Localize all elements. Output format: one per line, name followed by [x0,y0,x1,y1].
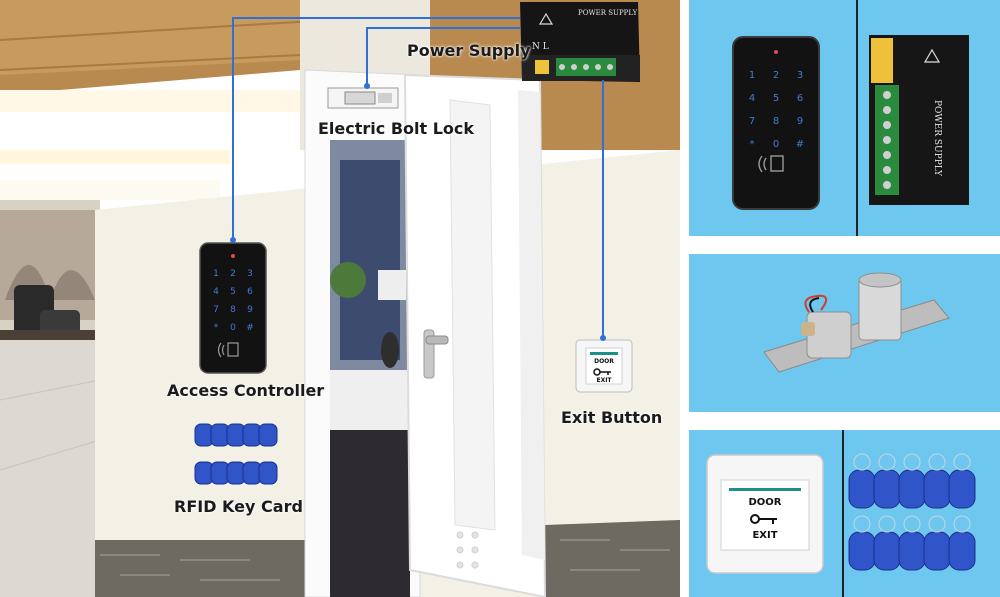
svg-text:4: 4 [749,93,755,104]
product-photos: 1 2 3 4 5 6 7 8 9 * 0 # [706,35,976,574]
installation-scene: 1 2 3 4 5 6 7 8 9 * 0 # [0,0,680,597]
svg-text:7: 7 [213,305,219,315]
svg-text:2: 2 [773,70,779,81]
exit-product-exit-text: EXIT [752,530,778,541]
svg-text:1: 1 [213,269,219,279]
label-exit-button: Exit Button [561,408,663,427]
label-rfid-key-card: RFID Key Card [174,497,303,516]
ceiling-light [0,90,300,112]
svg-text:0: 0 [773,139,779,150]
exit-plate-door-text: DOOR [594,358,614,365]
svg-text:6: 6 [797,93,803,104]
power-supply-product [869,35,969,205]
key-icon [593,368,611,376]
label-electric-bolt-lock: Electric Bolt Lock [318,119,475,138]
wiring [232,17,604,340]
svg-text:5: 5 [773,93,779,104]
bolt-lock-product [763,272,950,373]
fuse [535,60,549,74]
svg-text:#: # [246,323,254,333]
svg-text:7: 7 [749,116,755,127]
svg-text:9: 9 [247,305,253,315]
svg-text:8: 8 [230,305,236,315]
svg-text:2: 2 [230,269,236,279]
svg-text:3: 3 [797,70,803,81]
svg-text:1: 1 [749,70,755,81]
exit-button-product [706,454,824,574]
key-icon [750,514,777,524]
power-supply-product-title: POWER SUPPLY [932,100,942,177]
exit-plate-exit-text: EXIT [596,377,612,384]
rfid-key-card-group [194,423,278,485]
svg-text:#: # [796,139,804,150]
svg-text:5: 5 [230,287,236,297]
electric-bolt-lock-device [327,87,399,109]
label-access-controller: Access Controller [167,381,325,400]
svg-text:4: 4 [213,287,219,297]
door-handle-icon [423,329,449,379]
rfid-icon [217,342,239,358]
power-supply-device [520,2,640,82]
warning-triangle-icon [923,48,941,63]
power-supply-terminal-label: N L [532,42,549,52]
exit-button-device [575,339,633,393]
exit-product-door-text: DOOR [748,497,782,508]
svg-text:9: 9 [797,116,803,127]
warning-triangle-icon [538,12,554,25]
floor [0,340,100,597]
keypad-product: 1 2 3 4 5 6 7 8 9 * 0 # [732,36,820,210]
svg-text:0: 0 [230,323,236,333]
panel-divider [856,0,858,236]
access-controller-device: 1 2 3 4 5 6 7 8 9 * 0 # [199,242,267,374]
svg-text:*: * [750,139,755,150]
svg-text:3: 3 [247,269,253,279]
rfid-icon [758,155,784,173]
fuse [871,38,893,83]
panel-divider [842,430,844,597]
svg-text:*: * [214,323,219,333]
stone-skirting [95,540,310,597]
label-power-supply: Power Supply [407,41,531,60]
rfid-key-card-product [848,453,976,571]
svg-text:8: 8 [773,116,779,127]
svg-text:6: 6 [247,287,253,297]
power-supply-title: POWER SUPPLY [578,9,638,17]
